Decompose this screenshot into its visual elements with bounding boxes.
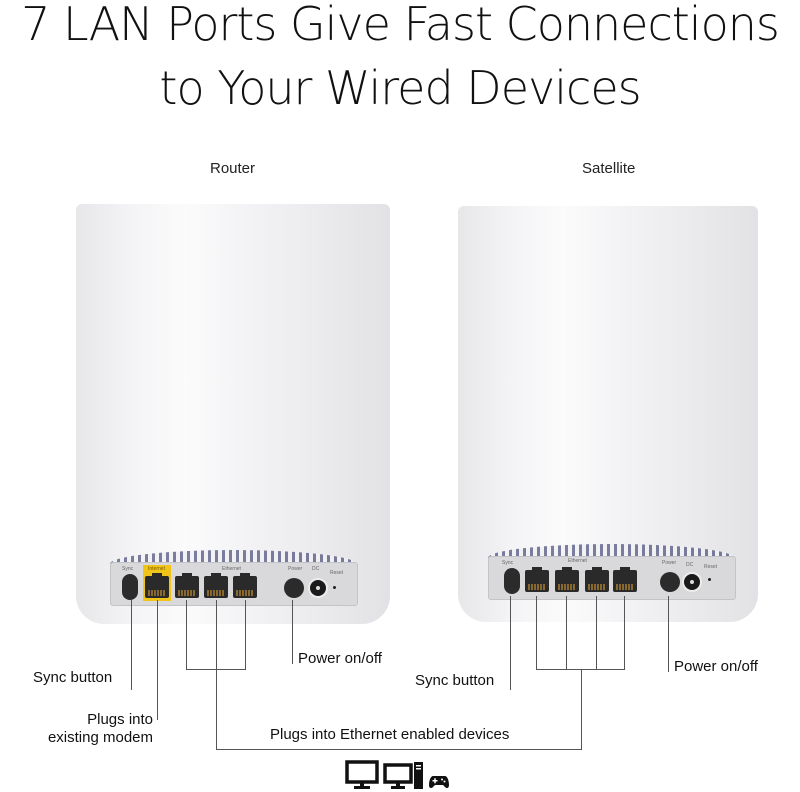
router-ethernet-port-2[interactable] (204, 573, 228, 598)
router-sync-button[interactable] (122, 574, 138, 600)
router-internet-label: Internet (148, 566, 165, 572)
satellite-eth-down (581, 669, 582, 750)
router-modem-callout-line2: existing modem (47, 729, 153, 746)
satellite-power-leader (668, 596, 669, 672)
satellite-reset-label: Reset (704, 564, 718, 570)
router-reset-button[interactable] (333, 586, 336, 589)
satellite-eth-leader-3 (596, 596, 597, 670)
device-icons (345, 760, 449, 790)
satellite-dc-label: DC (686, 562, 694, 568)
game-controller-icon (429, 776, 449, 789)
satellite-ethernet-port-3[interactable] (585, 567, 609, 592)
satellite-sync-leader (510, 596, 511, 690)
ethernet-devices-callout: Plugs into Ethernet enabled devices (270, 726, 510, 743)
router-internet-port[interactable] (145, 573, 169, 598)
router-eth-leader-3 (245, 600, 246, 670)
satellite-power-label: Power (662, 560, 677, 566)
ethernet-bottom-connector (216, 749, 582, 750)
router-dc-label: DC (312, 566, 320, 572)
satellite-eth-leader-1 (536, 596, 537, 670)
satellite-ethernet-label: Ethernet (568, 558, 587, 564)
router-ethernet-port-1[interactable] (175, 573, 199, 598)
satellite-label: Satellite (582, 160, 636, 177)
router-ethernet-port-3[interactable] (233, 573, 257, 598)
router-reset-label: Reset (330, 570, 344, 576)
router-power-callout: Power on/off (298, 650, 382, 667)
headline-line-1: 7 LAN Ports Give Fast Connections (21, 0, 780, 51)
satellite-power-callout: Power on/off (674, 658, 758, 675)
headline-line-2: to Your Wired Devices (159, 61, 641, 115)
router-sync-label: Sync (122, 566, 134, 572)
router-power-leader (292, 600, 293, 664)
router-power-button[interactable] (284, 578, 304, 598)
desktop-computer-icon (383, 762, 423, 789)
router-eth-bracket (186, 669, 246, 670)
satellite-reset-button[interactable] (708, 578, 711, 581)
satellite-dc-port[interactable] (682, 572, 702, 592)
satellite-sync-button[interactable] (504, 568, 520, 594)
satellite-eth-leader-2 (566, 596, 567, 670)
satellite-eth-leader-4 (624, 596, 625, 670)
satellite-ethernet-port-2[interactable] (555, 567, 579, 592)
router-sync-callout: Sync button (33, 669, 113, 686)
router-modem-leader (157, 600, 158, 720)
monitor-icon (345, 760, 379, 789)
satellite-device: Sync Ethernet Power DC Reset (458, 206, 758, 622)
satellite-sync-callout: Sync button (415, 672, 495, 689)
router-dc-port[interactable] (308, 578, 328, 598)
router-eth-leader-1 (186, 600, 187, 670)
router-eth-leader-2 (216, 600, 217, 750)
satellite-sync-label: Sync (502, 560, 514, 566)
satellite-power-button[interactable] (660, 572, 680, 592)
satellite-ethernet-port-4[interactable] (613, 567, 637, 592)
router-ethernet-label: Ethernet (222, 566, 241, 572)
satellite-ethernet-port-1[interactable] (525, 567, 549, 592)
router-label: Router (210, 160, 256, 177)
router-power-label: Power (288, 566, 303, 572)
router-device: Sync Internet Ethernet Power DC Reset (76, 204, 390, 624)
router-sync-leader (131, 600, 132, 690)
satellite-eth-bracket (536, 669, 625, 670)
router-modem-callout-line1: Plugs into (87, 711, 153, 728)
